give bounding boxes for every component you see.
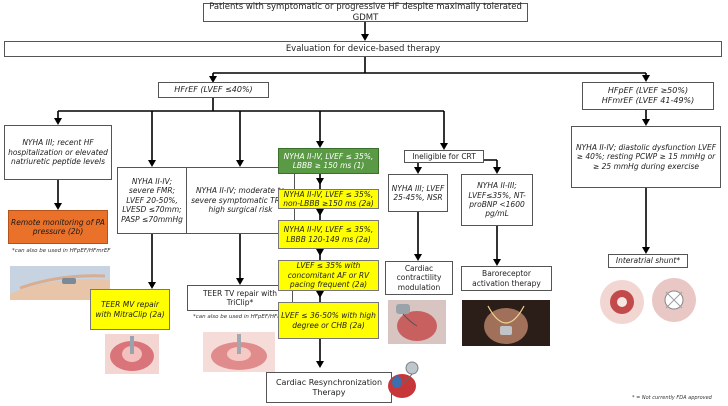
severe-fmr-box: NYHA II-IV; severe FMR; LVEF 20-50%, LVE… [117, 167, 187, 234]
evaluation-box: Evaluation for device-based therapy [4, 41, 722, 57]
baroreceptor-device-image [462, 300, 550, 346]
bat-criteria-box: NYHA II-III; LVEF≤35%, NT-proBNP <1600 p… [461, 174, 533, 226]
severe-tr-box: NYHA II-IV; moderate to severe symptomat… [186, 167, 295, 234]
nyha3-recent-box: NYHA III; recent HF hospitalization or e… [4, 125, 112, 180]
crt-therapy-box: Cardiac Resynchronization Therapy [266, 372, 392, 403]
ccm-box: Cardiac contractility modulation [385, 261, 453, 295]
ineligible-crt-box: Ineligible for CRT [404, 150, 484, 163]
hfpef-box: HFpEF (LVEF ≥50%) HFmrEF (LVEF 41-49%) [582, 82, 714, 110]
remote-monitoring-box: Remote monitoring of PA pressure (2b) [8, 210, 108, 244]
hfref-box: HFrEF (LVEF ≤40%) [158, 82, 269, 98]
ccm-device-image [388, 300, 446, 344]
hfmref-label: HFmrEF (LVEF 41-49%) [601, 96, 695, 105]
crt-chb-box: LVEF ≤ 36-50% with high degree or CHB (2… [278, 302, 379, 339]
hfpef-label: HFpEF (LVEF ≥50%) [607, 86, 689, 95]
patients-box: Patients with symptomatic or progressive… [203, 2, 528, 23]
interatrial-shunt-image [600, 278, 696, 324]
crt-nonlbbb-box: NYHA II-IV, LVEF ≤ 35%, non-LBBB ≥150 ms… [278, 189, 379, 209]
bat-box: Baroreceptor activation therapy [461, 266, 552, 291]
hfpef-criteria-box: NYHA II-IV; diastolic dysfunction LVEF ≥… [571, 126, 721, 188]
fda-footnote: * = Not currently FDA approved [632, 395, 712, 401]
teer-tv-note: *can also be used in HFpEF/HFmrEF [193, 314, 292, 320]
crt-class1-box: NYHA II-IV, LVEF ≤ 35%, LBBB ≥ 150 ms (1… [278, 148, 379, 174]
crt-lbbb-box: NYHA II-IV, LVEF ≤ 35%, LBBB 120-149 ms … [278, 220, 379, 249]
crt-device-image [388, 361, 419, 398]
crt-af-box: LVEF ≤ 35% with concomitant AF or RV pac… [278, 260, 379, 291]
teer-tv-box: TEER TV repair with TriClip* [187, 285, 293, 311]
teer-mv-box: TEER MV repair with MitraClip (2a) [90, 289, 170, 330]
triclip-heart-image [203, 332, 275, 372]
remote-monitoring-note: *can also be used in HFpEF/HFmrEF [12, 248, 111, 254]
ccm-criteria-box: NYHA III; LVEF 25-45%, NSR [388, 174, 448, 212]
mitraclip-heart-image [105, 334, 159, 374]
interatrial-shunt-box: Interatrial shunt* [608, 254, 688, 268]
